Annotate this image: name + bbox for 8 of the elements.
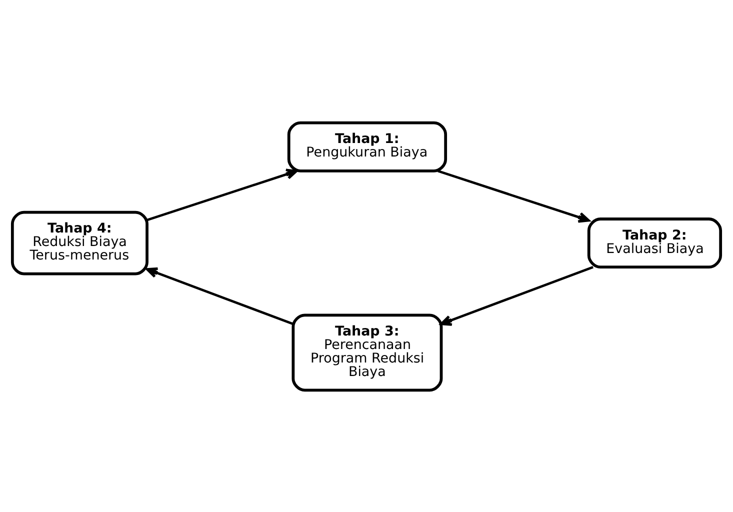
arrow bbox=[438, 169, 590, 222]
arrow bbox=[146, 168, 298, 221]
node-box: Tahap 4: Reduksi Biaya Terus-menerus bbox=[10, 210, 148, 275]
node-box: Tahap 1: Pengukuran Biaya bbox=[287, 120, 448, 172]
arrow bbox=[146, 266, 294, 325]
arrow bbox=[440, 265, 594, 326]
node-box: Tahap 3: Perencanaan Program Reduksi Biaya bbox=[292, 313, 443, 392]
node-box: Tahap 2: Evaluasi Biaya bbox=[587, 217, 722, 268]
